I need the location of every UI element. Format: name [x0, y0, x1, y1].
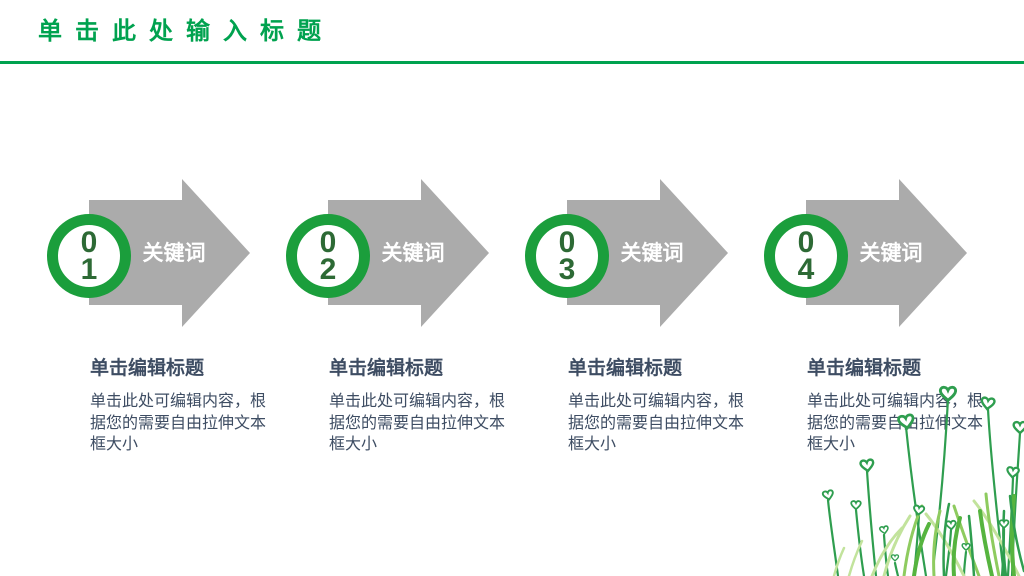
step-number-badge[interactable]: 0 2: [286, 214, 370, 298]
step-number: 0 4: [797, 226, 815, 286]
process-step-2: 关键词 0 2 单击编辑标题 单击此处可编辑内容，根据您的需要自由拉伸文本框大小: [286, 172, 518, 472]
step-number-badge[interactable]: 0 1: [47, 214, 131, 298]
step-heading[interactable]: 单击编辑标题: [568, 358, 683, 379]
keyword-label[interactable]: 关键词: [142, 242, 206, 265]
step-number: 0 1: [80, 226, 98, 286]
step-number: 0 3: [558, 226, 576, 286]
right-arrow-shape: [89, 179, 250, 327]
keyword-label[interactable]: 关键词: [859, 242, 923, 265]
step-heading[interactable]: 单击编辑标题: [329, 358, 444, 379]
process-step-1: 关键词 0 1 单击编辑标题 单击此处可编辑内容，根据您的需要自由拉伸文本框大小: [47, 172, 279, 472]
step-body-text[interactable]: 单击此处可编辑内容，根据您的需要自由拉伸文本框大小: [329, 393, 506, 453]
process-step-4: 关键词 0 4 单击编辑标题 单击此处可编辑内容，根据您的需要自由拉伸文本框大小: [764, 172, 996, 472]
step-number-badge[interactable]: 0 4: [764, 214, 848, 298]
right-arrow-shape: [328, 179, 489, 327]
step-heading[interactable]: 单击编辑标题: [807, 358, 922, 379]
title-divider: [0, 61, 1024, 64]
keyword-label[interactable]: 关键词: [381, 242, 445, 265]
step-heading[interactable]: 单击编辑标题: [90, 358, 205, 379]
step-body-text[interactable]: 单击此处可编辑内容，根据您的需要自由拉伸文本框大小: [90, 393, 267, 453]
step-number: 0 2: [319, 226, 337, 286]
right-arrow-shape: [567, 179, 728, 327]
process-step-3: 关键词 0 3 单击编辑标题 单击此处可编辑内容，根据您的需要自由拉伸文本框大小: [525, 172, 757, 472]
keyword-label[interactable]: 关键词: [620, 242, 684, 265]
right-arrow-shape: [806, 179, 967, 327]
step-body-text[interactable]: 单击此处可编辑内容，根据您的需要自由拉伸文本框大小: [568, 393, 745, 453]
step-number-badge[interactable]: 0 3: [525, 214, 609, 298]
step-body-text[interactable]: 单击此处可编辑内容，根据您的需要自由拉伸文本框大小: [807, 393, 984, 453]
slide-title-placeholder[interactable]: 单击此处输入标题: [38, 18, 334, 45]
